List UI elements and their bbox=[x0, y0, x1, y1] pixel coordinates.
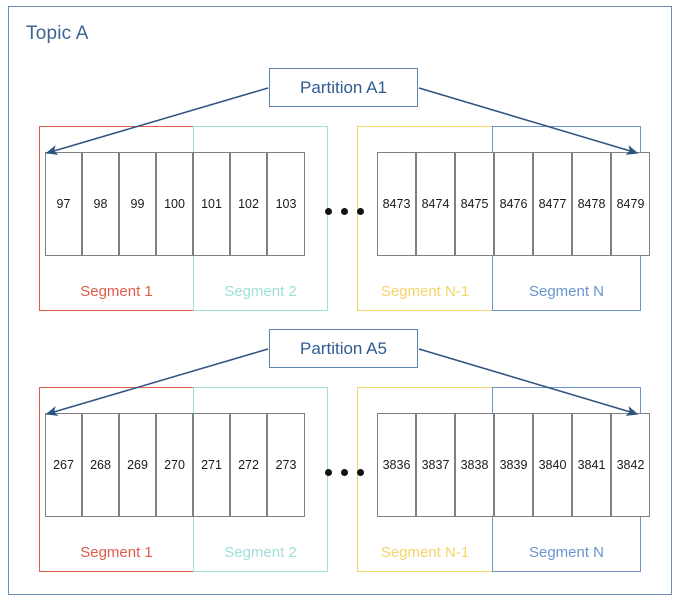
segment-label-n-p1: Segment N bbox=[528, 283, 605, 300]
offset-cell: 272 bbox=[230, 413, 267, 517]
ellipsis-dot bbox=[341, 208, 348, 215]
segment-label-1-p5: Segment 1 bbox=[80, 544, 153, 561]
offset-cell: 97 bbox=[45, 152, 82, 256]
offset-cell: 8477 bbox=[533, 152, 572, 256]
partition-box-a1[interactable]: Partition A1 bbox=[269, 68, 418, 107]
offset-cell: 102 bbox=[230, 152, 267, 256]
offset-cell: 3842 bbox=[611, 413, 650, 517]
ellipsis-dot bbox=[357, 469, 364, 476]
offset-cell: 3840 bbox=[533, 413, 572, 517]
offset-cell: 3838 bbox=[455, 413, 494, 517]
ellipsis-dot bbox=[325, 469, 332, 476]
offset-cell: 8478 bbox=[572, 152, 611, 256]
ellipsis-p1 bbox=[325, 208, 364, 215]
offset-cell: 8476 bbox=[494, 152, 533, 256]
offset-cell: 8474 bbox=[416, 152, 455, 256]
segment-label-1-p1: Segment 1 bbox=[80, 283, 153, 300]
segment-label-n-p5: Segment N bbox=[528, 544, 605, 561]
offset-cell: 271 bbox=[193, 413, 230, 517]
segment-label-2-p1: Segment 2 bbox=[224, 283, 297, 300]
ellipsis-dot bbox=[357, 208, 364, 215]
ellipsis-dot bbox=[325, 208, 332, 215]
offset-cell: 3841 bbox=[572, 413, 611, 517]
segment-label-n-1-p5: Segment N-1 bbox=[380, 544, 470, 561]
offset-cell: 273 bbox=[267, 413, 305, 517]
offset-cell: 103 bbox=[267, 152, 305, 256]
segment-label-2-p5: Segment 2 bbox=[224, 544, 297, 561]
offset-cell: 8479 bbox=[611, 152, 650, 256]
ellipsis-dot bbox=[341, 469, 348, 476]
offset-cell: 3837 bbox=[416, 413, 455, 517]
offset-cell: 3839 bbox=[494, 413, 533, 517]
offset-cell: 101 bbox=[193, 152, 230, 256]
ellipsis-p5 bbox=[325, 469, 364, 476]
offset-cell: 267 bbox=[45, 413, 82, 517]
offset-cell: 8473 bbox=[377, 152, 416, 256]
offset-cell: 100 bbox=[156, 152, 193, 256]
offset-cell: 98 bbox=[82, 152, 119, 256]
offset-cell: 8475 bbox=[455, 152, 494, 256]
topic-title: Topic A bbox=[26, 23, 89, 44]
segment-label-n-1-p1: Segment N-1 bbox=[380, 283, 470, 300]
offset-cell: 3836 bbox=[377, 413, 416, 517]
offset-cell: 270 bbox=[156, 413, 193, 517]
offset-cell: 268 bbox=[82, 413, 119, 517]
offset-cell: 269 bbox=[119, 413, 156, 517]
offset-cell: 99 bbox=[119, 152, 156, 256]
partition-box-a5[interactable]: Partition A5 bbox=[269, 329, 418, 368]
